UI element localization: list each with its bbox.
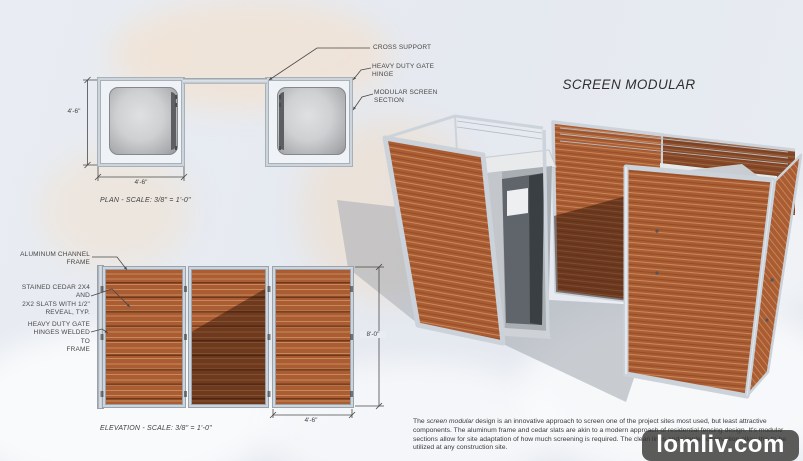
perspective-view (337, 114, 803, 402)
top-rail (552, 120, 796, 152)
portable-toilet (479, 149, 557, 339)
plan-toilet-2 (277, 87, 346, 155)
elevation-panel-1 (103, 267, 185, 407)
hinge-dot (765, 318, 769, 322)
plan-dim-width: 4'-6" (134, 179, 148, 186)
elevation-caption: ELEVATION - SCALE: 3/8" = 1'-0" (100, 425, 212, 432)
callout-gate-hinge: HEAVY DUTY GATE HINGE (372, 63, 438, 80)
hinge-dot (770, 278, 774, 282)
dim-extension (83, 79, 97, 166)
right-screen-unit-front (623, 153, 803, 399)
dim-tick (84, 76, 91, 169)
callout-cedar-slats: STAINED CEDAR 2X4 AND 2X2 SLATS WITH 1/2… (8, 284, 90, 317)
callout-line: HEAVY DUTY GATE (372, 63, 435, 70)
callout-cross-support: CROSS SUPPORT (373, 44, 443, 52)
callout-gate-hinges: HEAVY DUTY GATE HINGES WELDED TO FRAME (26, 321, 90, 354)
cross-cables (456, 120, 543, 140)
callout-line: ALUMINUM CHANNEL (20, 251, 90, 258)
callout-line: HEAVY DUTY GATE (27, 321, 90, 328)
left-wood-wall (382, 135, 506, 346)
description-lead: The (413, 418, 427, 425)
callout-screen-section: MODULAR SCREEN SECTION (374, 89, 440, 106)
callout-line: FRAME (66, 345, 90, 353)
toilet-door-dark (529, 173, 544, 325)
elevation-dim-width: 4'-6" (304, 417, 318, 424)
toilet-door-edge (279, 91, 284, 151)
elevation-dim-height: 8'-0" (360, 331, 386, 338)
page-title: SCREEN MODULAR (562, 77, 696, 92)
plan-caption: PLAN - SCALE: 3/8" = 1'-0" (100, 197, 191, 204)
description-term: screen modular (426, 418, 474, 425)
callout-line: 2X2 SLATS WITH 1/2" (22, 300, 90, 308)
cross-cables (559, 127, 789, 165)
plan-toilet-1 (109, 87, 178, 155)
callout-channel-frame: ALUMINUM CHANNEL FRAME (18, 251, 90, 268)
callout-line: CROSS SUPPORT (373, 44, 432, 51)
watermark: lomliv.com (642, 430, 799, 461)
plan-dim-height: 4'-6" (67, 108, 81, 115)
hinge-dot (655, 229, 659, 233)
toilet-door-edge (171, 91, 176, 151)
leader-gate-hinge (352, 67, 372, 81)
callout-line: SECTION (374, 97, 404, 105)
elevation-panel-2 (189, 267, 268, 407)
callout-line: HINGE (372, 71, 394, 79)
left-screen-unit (382, 114, 557, 346)
callout-line: STAINED CEDAR 2X4 AND (21, 284, 90, 300)
elevation-panel-3 (273, 267, 353, 407)
callout-line: REVEAL, TYP. (45, 308, 90, 316)
callout-line: MODULAR SCREEN (374, 89, 438, 96)
panel-shadow (192, 288, 265, 404)
top-rail (384, 114, 544, 140)
callout-line: FRAME (66, 259, 90, 267)
cross-support-bar (183, 78, 267, 84)
toilet-vent (507, 188, 528, 216)
hinge-dot (655, 271, 659, 275)
callout-line: HINGES WELDED TO (33, 329, 90, 345)
leader-cross-support (268, 47, 370, 81)
corner-post (454, 115, 458, 153)
